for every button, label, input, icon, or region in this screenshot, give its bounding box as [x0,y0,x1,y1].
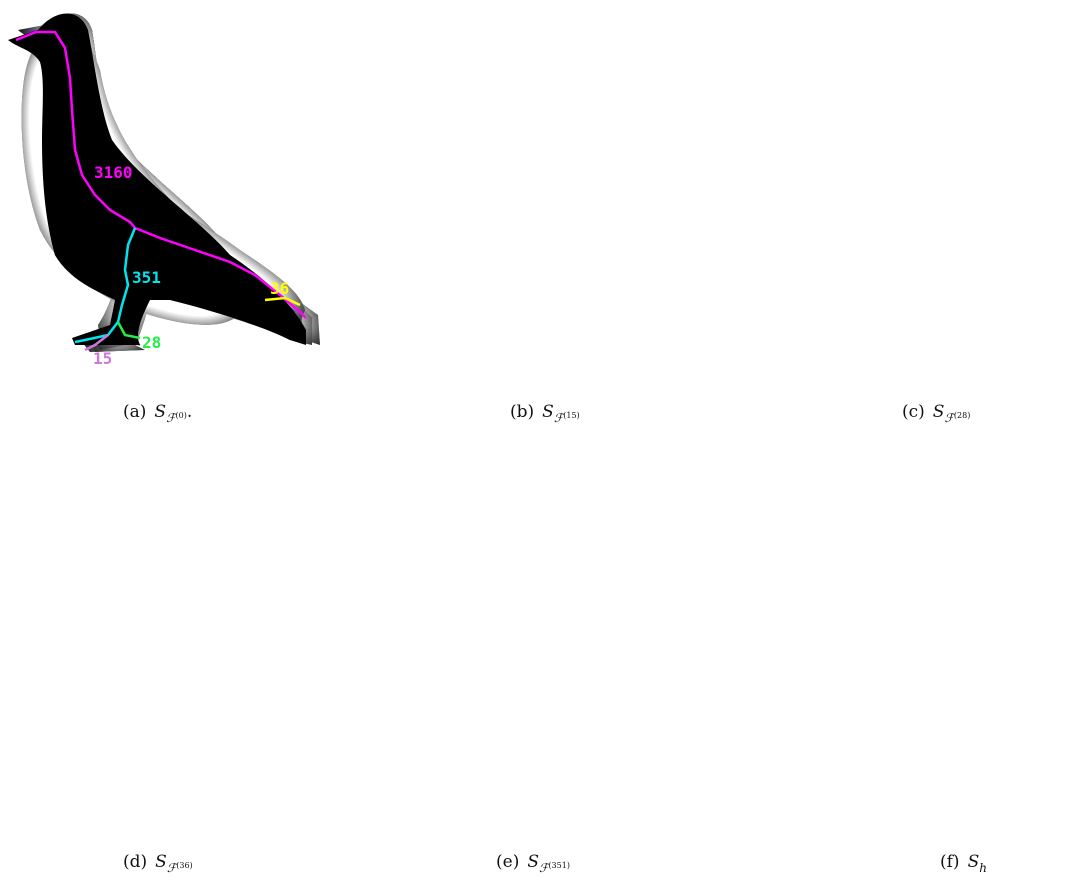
branch-label-toe-front: 28 [142,333,161,352]
caption-c: (c)Sℱ(28) [902,402,970,422]
caption-d: (d)Sℱ(36) [123,852,193,872]
branch-label-tail: 36 [270,279,289,298]
caption-b: (b)Sℱ(15) [510,402,580,422]
pigeon-silhouette-black [8,14,306,346]
branch-label-toe-back: 15 [93,349,112,368]
caption-e: (e)Sℱ(351) [496,852,570,872]
caption-a: (a)Sℱ(0). [123,402,192,422]
caption-f: (f)Sh [940,852,987,872]
branch-label-main: 3160 [94,163,133,182]
branch-label-leg: 351 [132,268,161,287]
panel-f-image: 3160 351 36 28 15 [0,0,306,370]
